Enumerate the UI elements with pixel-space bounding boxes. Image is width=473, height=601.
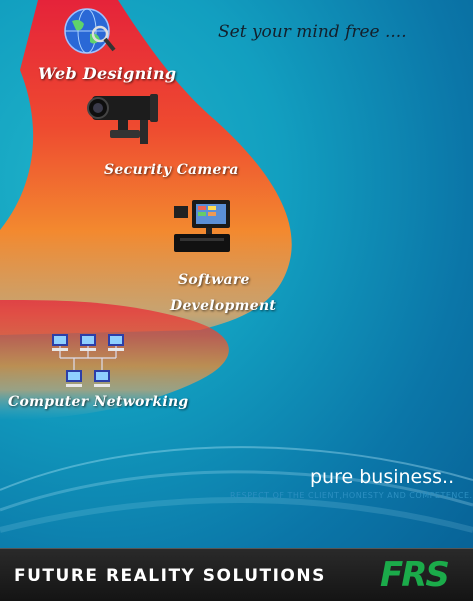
poster-canvas: Set your mind free .... Web Designing Se… <box>0 0 473 533</box>
globe-icon <box>62 6 118 62</box>
service-label-computer-networking: Computer Networking <box>8 394 189 410</box>
service-label-security-camera: Security Camera <box>104 162 239 178</box>
slogan-headline: pure business.. <box>310 466 455 488</box>
service-label-development: Development <box>170 298 277 314</box>
cctv-camera-icon <box>84 90 164 156</box>
pos-terminal-icon <box>170 196 234 258</box>
company-name: FUTURE REALITY SOLUTIONS <box>14 566 326 586</box>
footer-bar: FUTURE REALITY SOLUTIONS FRS <box>0 548 473 601</box>
slogan-subline: RESPECT OF THE CLIENT,HONESTY AND COMPET… <box>230 491 473 500</box>
frs-logo: FRS <box>380 555 450 595</box>
decorative-swoosh <box>0 446 473 533</box>
logo-text: FRS <box>380 555 450 595</box>
service-label-web-designing: Web Designing <box>38 64 177 83</box>
service-label-software: Software <box>178 272 250 288</box>
tagline: Set your mind free .... <box>218 22 407 42</box>
network-computers-icon <box>48 330 138 396</box>
service-ribbon <box>0 0 292 420</box>
